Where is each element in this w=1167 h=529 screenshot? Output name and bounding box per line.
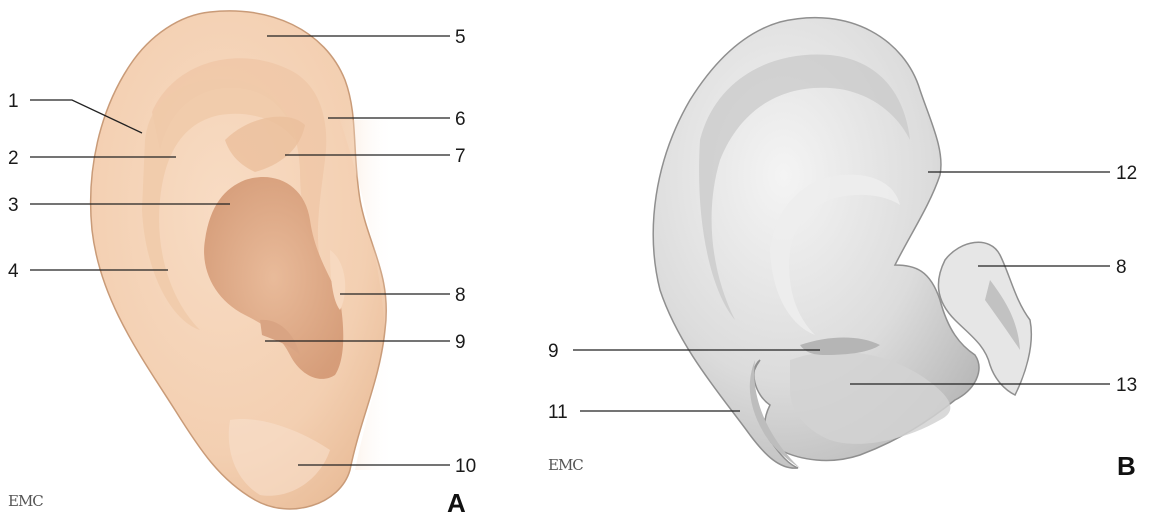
- label-13: 13: [1116, 375, 1137, 396]
- emc-logo-a: EMC: [8, 492, 43, 510]
- label-2: 2: [8, 148, 19, 169]
- label-8b: 8: [1116, 257, 1127, 278]
- label-9b: 9: [548, 341, 559, 362]
- label-9: 9: [455, 332, 466, 353]
- label-10: 10: [455, 456, 476, 477]
- label-6: 6: [455, 109, 466, 130]
- label-3: 3: [8, 195, 19, 216]
- label-11: 11: [548, 402, 568, 423]
- panel-label-b: B: [1117, 451, 1136, 481]
- label-5: 5: [455, 27, 466, 48]
- label-8: 8: [455, 285, 466, 306]
- label-1: 1: [8, 91, 19, 112]
- panel-label-a: A: [447, 488, 466, 518]
- emc-logo-b: EMC: [548, 456, 583, 474]
- label-4: 4: [8, 261, 19, 282]
- label-12: 12: [1116, 163, 1137, 184]
- label-7: 7: [455, 146, 466, 167]
- ear-cartilage-view: [653, 18, 1031, 469]
- ear-external-view: [91, 11, 395, 509]
